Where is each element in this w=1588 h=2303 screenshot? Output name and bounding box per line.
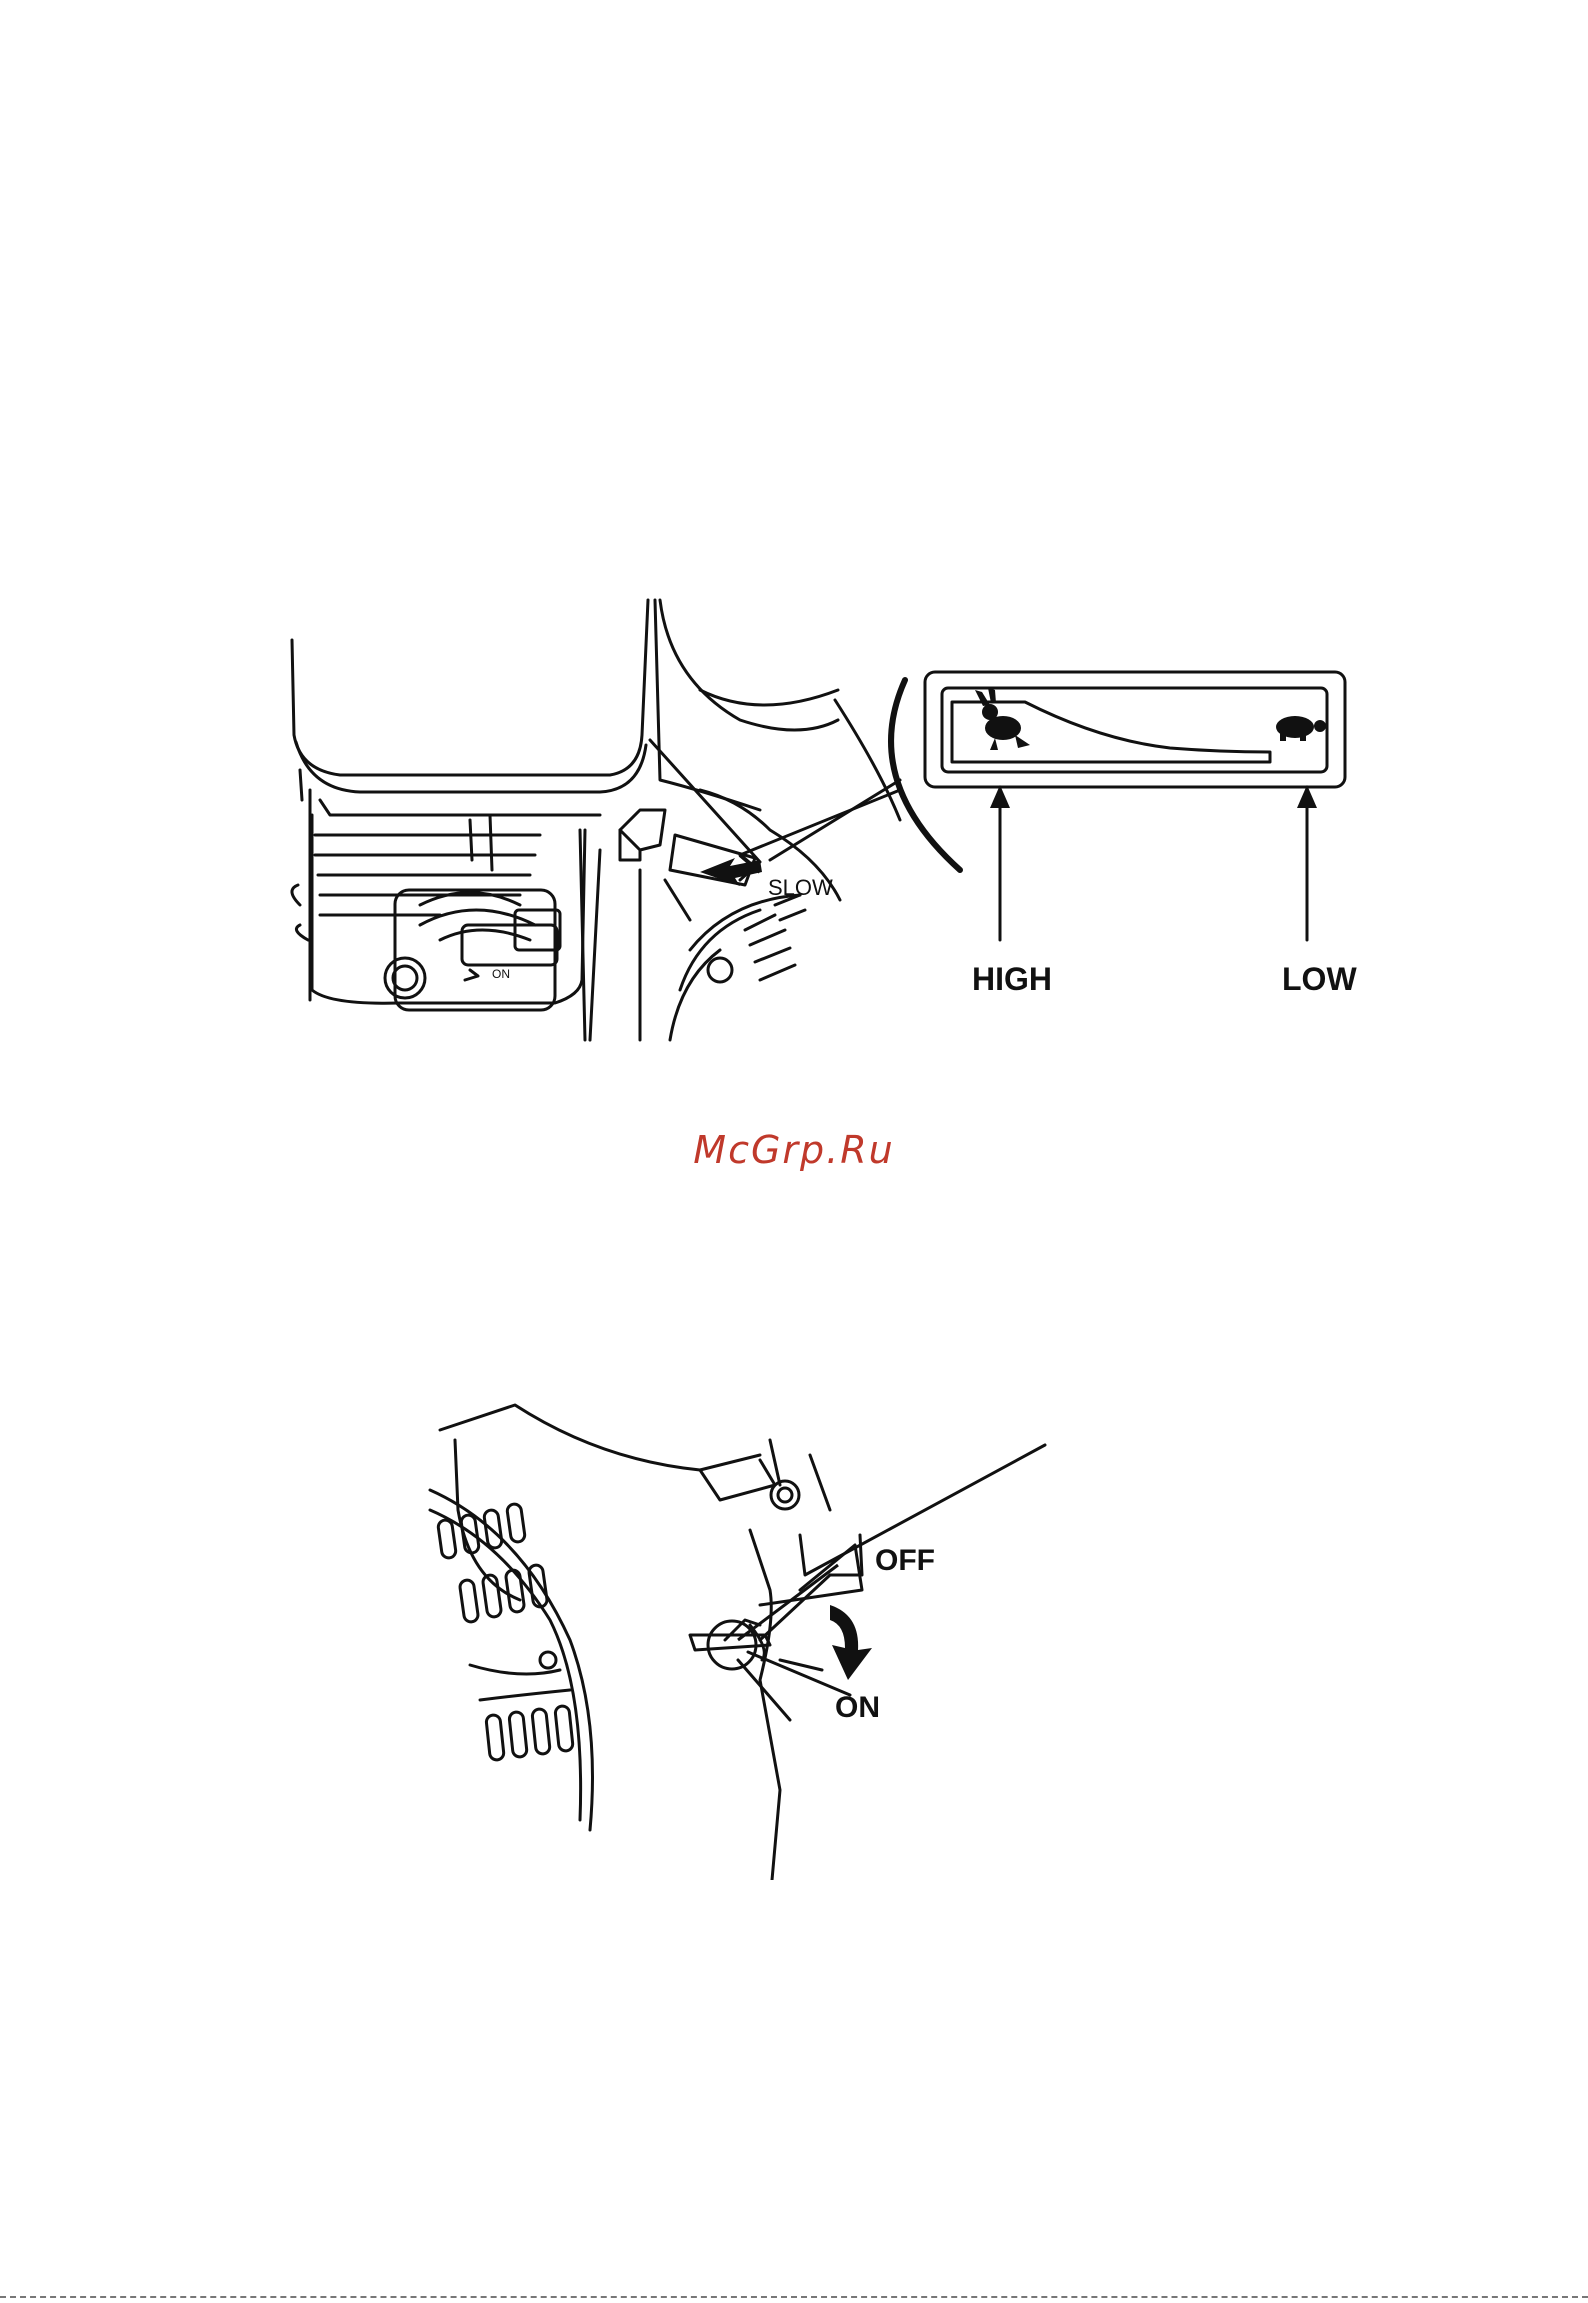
page-divider — [0, 2296, 1588, 2298]
rabbit-icon — [975, 688, 1030, 750]
fuel-valve-figure: OFF ON — [0, 1360, 1588, 1880]
throttle-figure: SLOW ON HIGH LOW — [0, 0, 1588, 1060]
on-label: ON — [492, 967, 510, 981]
on-label: ON — [835, 1691, 880, 1724]
high-label: HIGH — [972, 961, 1052, 997]
turtle-icon — [1276, 716, 1326, 741]
watermark: McGrp.Ru — [0, 1128, 1588, 1172]
low-label: LOW — [1282, 961, 1357, 997]
off-label: OFF — [875, 1544, 935, 1577]
slow-label: SLOW — [768, 875, 833, 900]
